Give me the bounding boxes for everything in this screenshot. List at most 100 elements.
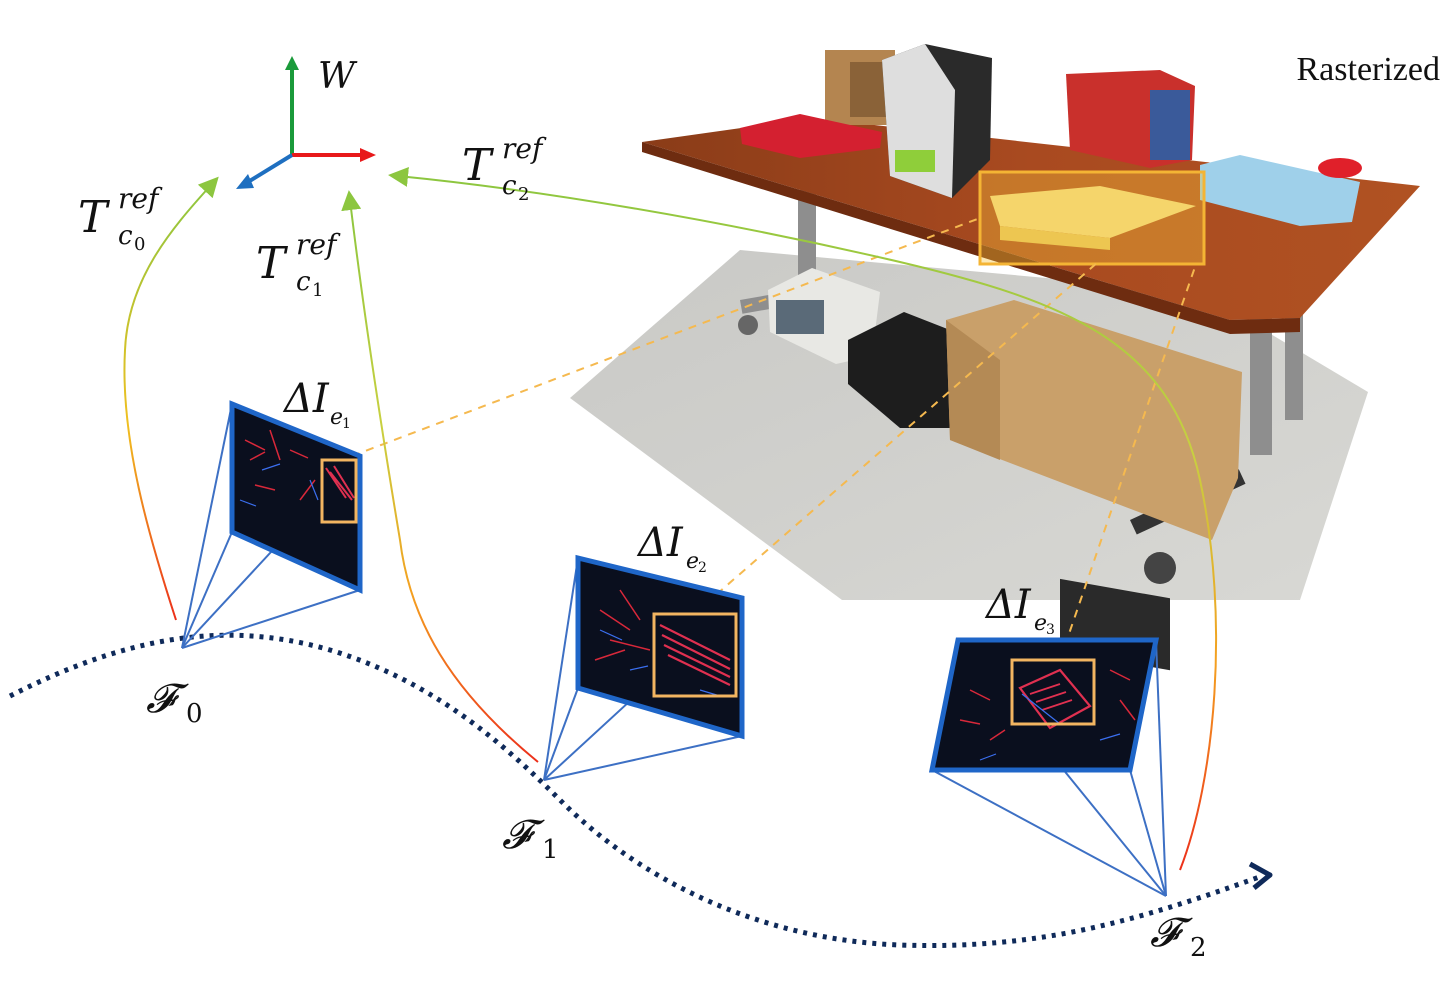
event-subscript-index: 3 [1046,622,1055,638]
pose-curve-c2 [388,167,1218,871]
transform-subscript-base: c [502,171,517,201]
event-highlight-box [320,458,358,524]
blue-box [1200,155,1360,226]
event-delta: Δ [636,520,667,566]
trajectory-arrowhead [1248,861,1273,890]
transform-superscript: ref [502,132,547,165]
event-pattern [244,429,355,501]
svg-text:𝓕: 𝓕 [146,676,189,722]
correspondence-line [351,217,981,457]
transform-label-c2: T ref c 2 [462,132,547,205]
svg-text:𝓕: 𝓕 [1150,910,1193,956]
correspondence-line [1059,263,1197,661]
keyframe-label-0: 𝓕 0 [146,676,203,729]
event-subscript-base: e [1034,611,1047,636]
gpu-box-label [895,150,935,172]
svg-text:c: c [296,267,311,297]
event-frame-0 [229,400,363,594]
event-subscript-index: 2 [698,560,707,576]
svg-text:1: 1 [342,416,351,432]
transform-subscript-base: c [118,221,133,251]
transform-subscript-base: c [296,267,311,297]
camera-trajectory [8,632,1263,948]
world-frame: W [236,56,376,189]
event-label-2: ΔI e 2 [636,520,707,576]
keyframe-symbol: 𝓕 [146,676,189,722]
event-delta: Δ [984,582,1015,628]
event-highlight-box [652,612,738,698]
z-axis [246,153,294,184]
svg-text:T: T [78,192,111,243]
svg-text:T: T [462,140,495,191]
keyframe-index: 0 [186,699,203,729]
svg-text:ΔI: ΔI [282,376,330,422]
switch-box-art [1150,90,1190,160]
svg-text:1: 1 [542,835,559,865]
camera-frustum-1 [543,554,745,781]
keyframe-label-2: 𝓕 2 [1150,910,1207,963]
event-label-1: ΔI e 1 [282,376,351,432]
svg-text:T: T [256,238,289,289]
pose-curves [123,167,1218,871]
z-axis-arrowhead [236,174,254,189]
yellow-box [990,186,1196,238]
red-case [740,114,882,158]
event-subscript-base: e [686,549,699,574]
event-delta: Δ [282,376,313,422]
small-box-art [776,300,824,334]
svg-text:c: c [502,171,517,201]
transform-base: T [462,140,495,191]
svg-text:ref: ref [502,132,547,165]
scene-highlight-box [978,170,1206,266]
svg-text:0: 0 [134,234,145,255]
event-base: I [1014,582,1032,628]
svg-text:2: 2 [698,560,707,576]
camera-frustum-0 [181,400,363,649]
keyframe-symbol: 𝓕 [1150,910,1193,956]
svg-text:e: e [1034,611,1047,636]
keyframe-symbol: 𝓕 [502,812,545,858]
event-base: I [666,520,684,566]
svg-text:1: 1 [312,280,323,301]
svg-text:ref: ref [296,228,341,261]
transform-base: T [78,192,111,243]
svg-text:ΔI: ΔI [636,520,684,566]
event-subscript-base: e [330,405,343,430]
transform-superscript: ref [118,182,163,215]
svg-text:3: 3 [1046,622,1055,638]
transform-base: T [256,238,289,289]
event-frame-1 [575,554,745,740]
pose-curve-c0 [123,176,219,621]
event-label-3: ΔI e 3 [984,582,1055,638]
keyframe-index: 2 [1190,933,1207,963]
event-pattern [594,589,731,686]
transform-subscript-index: 1 [312,280,323,301]
keyframe-label-1: 𝓕 1 [502,812,559,865]
transform-label-c0: T ref c 0 [78,182,163,255]
svg-text:𝓕: 𝓕 [502,812,545,858]
event-pattern [959,668,1136,741]
transform-label-c1: T ref c 1 [256,228,341,301]
svg-text:ΔI: ΔI [984,582,1032,628]
event-frame-2 [928,637,1160,773]
transform-superscript: ref [296,228,341,261]
svg-text:c: c [118,221,133,251]
svg-text:2: 2 [518,184,529,205]
transform-subscript-index: 0 [134,234,145,255]
event-base: I [312,376,330,422]
camera-frustum-2 [928,637,1167,897]
transform-subscript-index: 2 [518,184,529,205]
correspondence-lines [351,217,1197,661]
event-subscript-index: 1 [342,416,351,432]
world-frame-label: W [318,56,358,97]
svg-text:e: e [330,405,343,430]
keyframe-index: 1 [542,835,559,865]
x-axis-arrowhead [360,148,376,162]
y-axis-arrowhead [285,56,299,70]
tape-roll [1318,158,1362,178]
monitor-box [946,300,1242,540]
rasterized-scene: Rasterized [570,44,1440,671]
svg-text:0: 0 [186,699,203,729]
svg-text:ref: ref [118,182,163,215]
